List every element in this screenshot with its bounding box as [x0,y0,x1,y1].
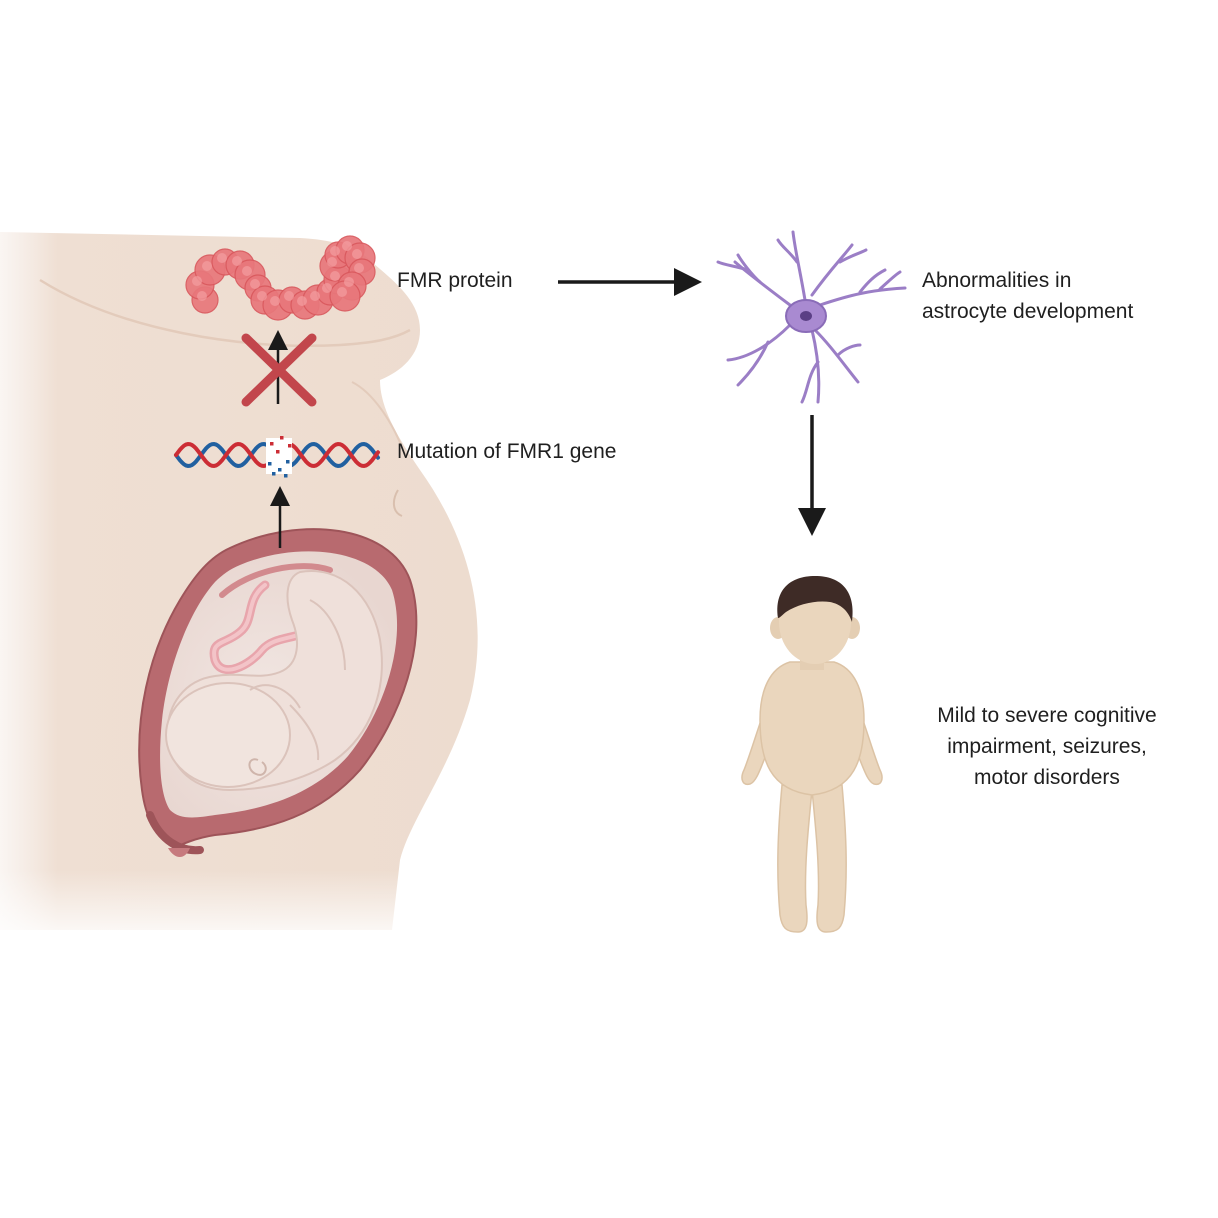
protein-highlight [284,291,294,301]
protein-highlight [344,277,354,287]
protein-label: FMR protein [397,269,513,292]
protein-highlight [232,256,242,266]
mutation-label: Mutation of FMR1 gene [397,440,617,463]
protein-highlight [192,276,202,286]
mutation-fragment [278,468,282,472]
mutation-fragment [270,442,274,446]
mutation-fragment [272,472,276,476]
fetus-in-uterus-illustration [138,528,418,857]
protein-highlight [297,296,307,306]
mutation-fragment [284,474,288,478]
protein-highlight [327,257,337,267]
mutation-fragment [268,462,272,466]
blocked-cross-icon [241,333,317,407]
protein-highlight [197,291,207,301]
protein-highlight [352,249,362,259]
protein-highlight [354,263,364,273]
dna-helix-icon [174,436,380,478]
child-figure-icon [741,576,883,933]
protein-highlight [330,271,340,281]
mutation-fragment [286,460,290,464]
outcome-label-line2: impairment, seizures, [947,735,1147,758]
protein-highlight [217,253,227,263]
protein-highlight [337,287,347,297]
outcome-label-line1: Mild to severe cognitive [937,704,1157,727]
protein-highlight [330,246,340,256]
astrocyte-label-line2: astrocyte development [922,300,1134,323]
astrocyte-icon [716,230,907,404]
protein-highlight [242,266,252,276]
protein-highlight [270,296,280,306]
protein-chain-icon [185,235,376,321]
protein-highlight [257,291,267,301]
mutation-fragment [276,450,280,454]
mutation-fragment [280,436,284,440]
mutation-fragment [288,444,292,448]
protein-highlight [202,261,212,271]
protein-highlight [310,291,320,301]
protein-highlight [250,279,260,289]
protein-highlight [342,241,352,251]
astrocyte-label-line1: Abnormalities in [922,269,1072,292]
outcome-label-line3: motor disorders [974,766,1120,789]
protein-highlight [322,283,332,293]
